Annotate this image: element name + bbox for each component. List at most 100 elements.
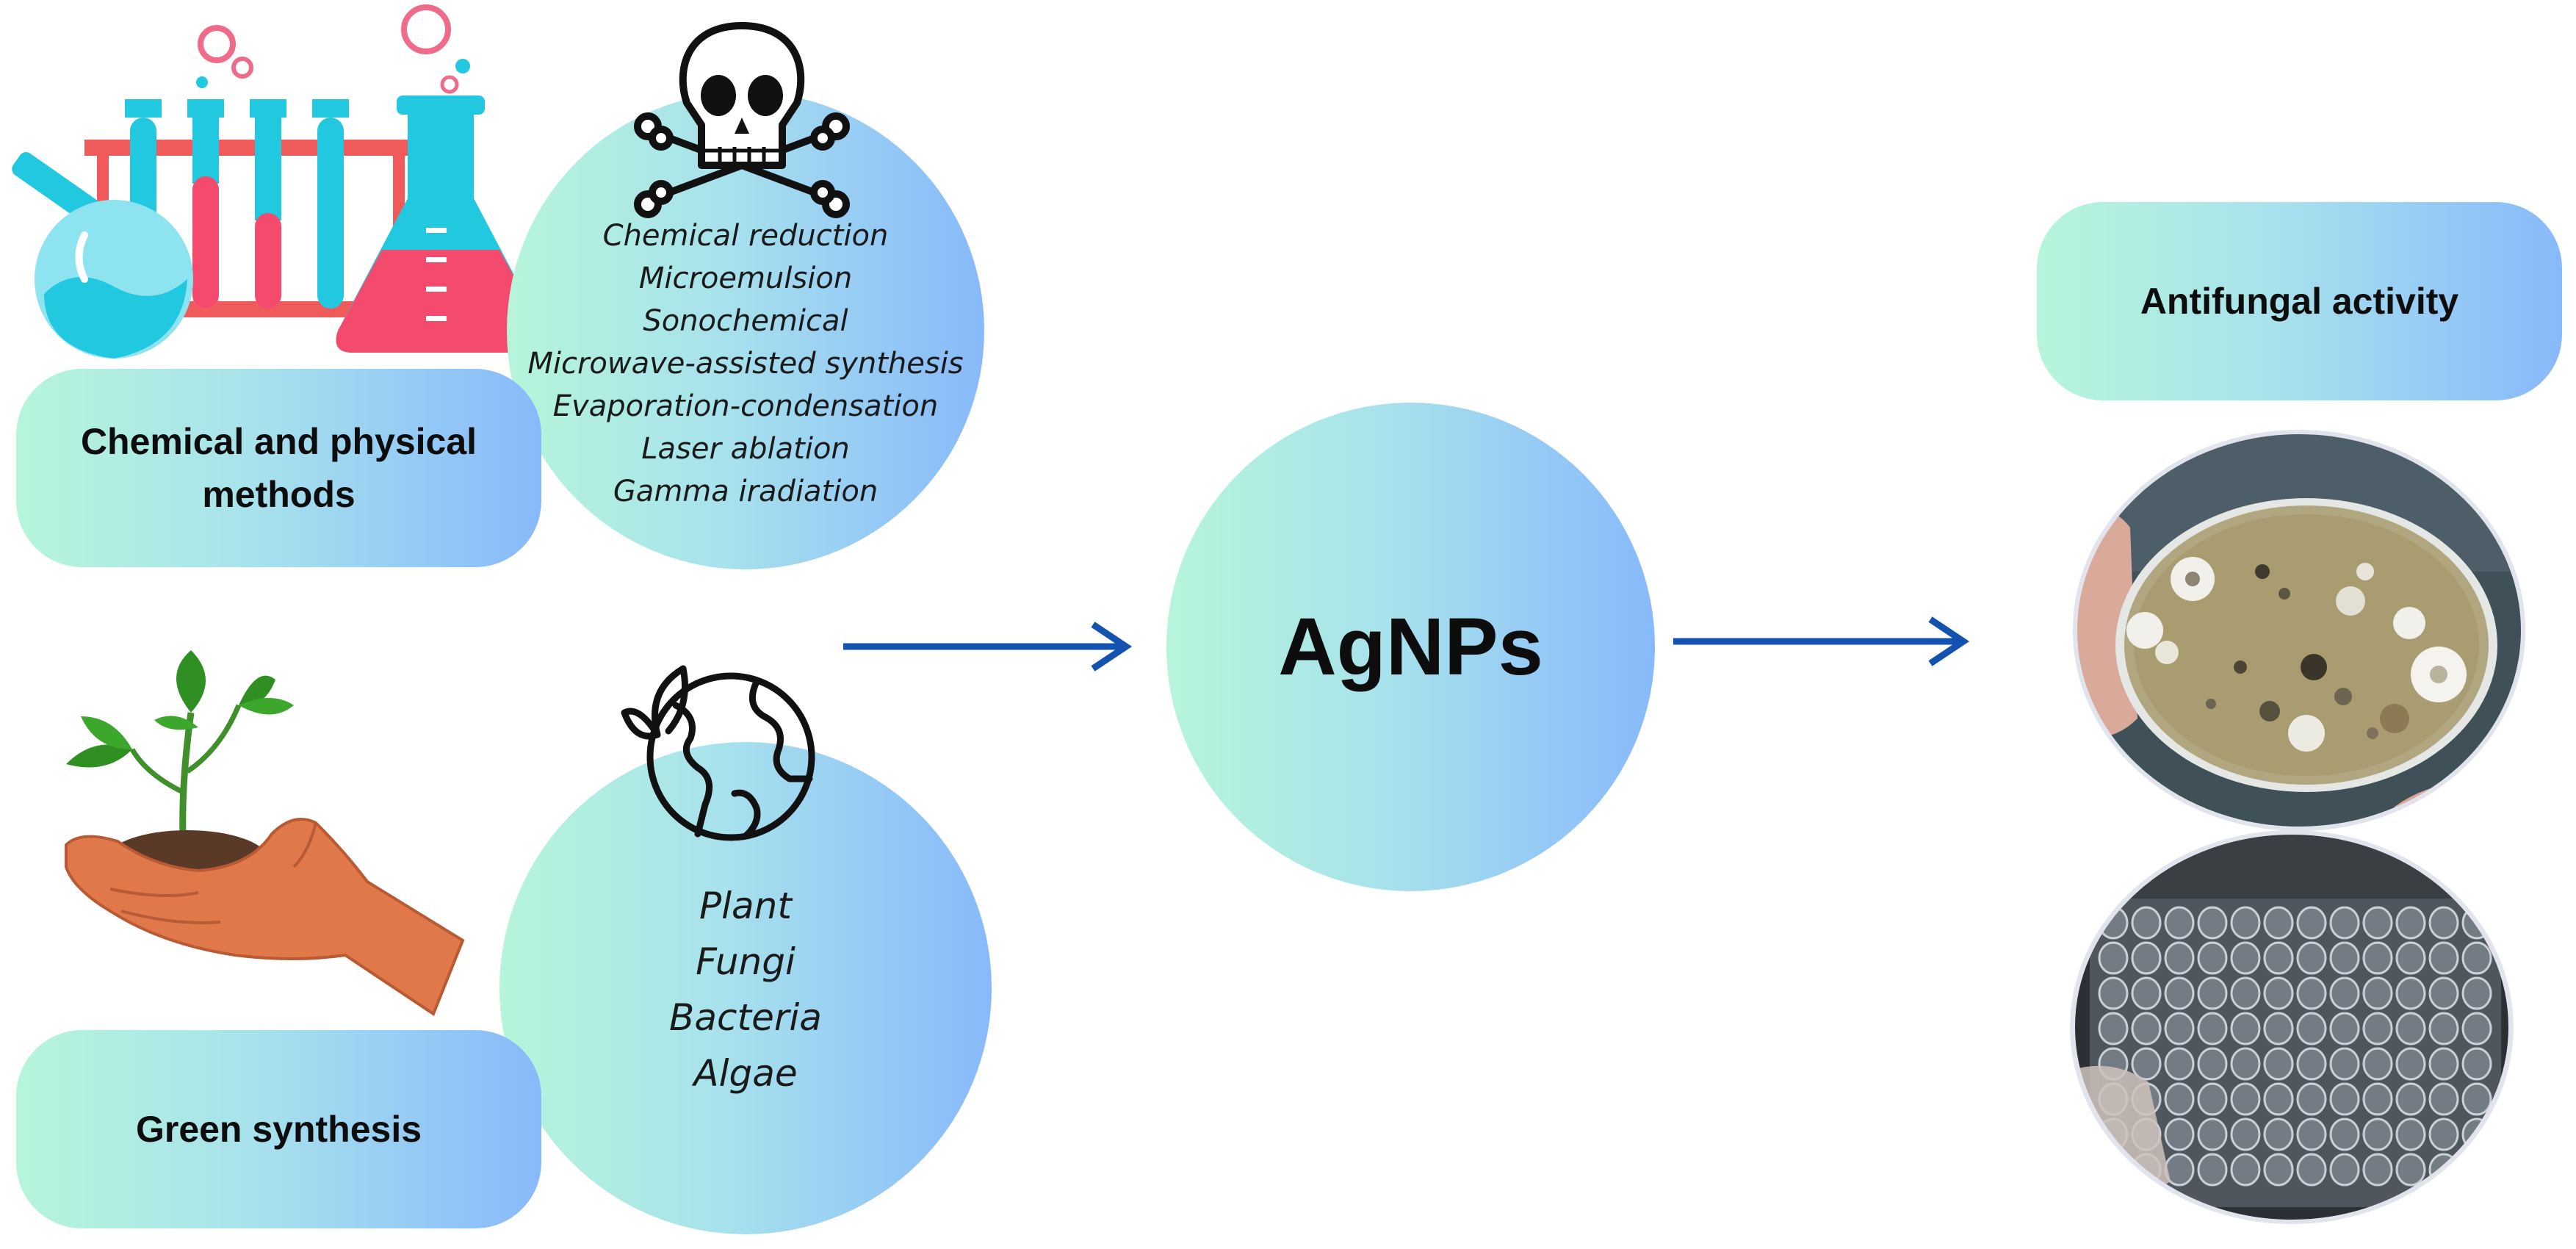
microplate-well (2164, 976, 2195, 1010)
chemical-method-item: Microemulsion (638, 262, 853, 295)
chemical-method-item: Gamma iradiation (613, 475, 878, 508)
chemical-method-item: Laser ablation (641, 432, 850, 466)
microplate-well (2164, 1047, 2195, 1081)
agnps-label: AgNPs (1278, 602, 1543, 692)
chemical-methods-list: Chemical reduction Microemulsion Sonoche… (507, 215, 984, 513)
microplate-well (2230, 906, 2261, 940)
chemical-label-text: Chemical and physical methods (80, 421, 477, 515)
antifungal-label-text: Antifungal activity (2140, 281, 2459, 322)
microplate-well (2428, 906, 2459, 940)
microplate-photo (2070, 830, 2514, 1224)
microplate-well (2428, 976, 2459, 1010)
microplate-well (2296, 1082, 2327, 1116)
microplate-well (2230, 1082, 2261, 1116)
microplate-well (2428, 941, 2459, 975)
chemical-physical-methods-label: Chemical and physical methods (16, 369, 541, 567)
microplate-well (2428, 1012, 2459, 1045)
microplate-well (2395, 906, 2426, 940)
microplate-well (2461, 1012, 2492, 1045)
green-source-item: Bacteria (669, 996, 822, 1039)
microplate-well (2098, 1012, 2129, 1045)
microplate-well (2296, 1047, 2327, 1081)
green-source-item: Plant (699, 885, 792, 927)
microplate-well (2263, 1047, 2294, 1081)
chemical-method-item: Microwave-assisted synthesis (527, 347, 964, 381)
microplate-well (2164, 906, 2195, 940)
microplate-well (2395, 1047, 2426, 1081)
microplate-well (2197, 1082, 2228, 1116)
microplate-well (2296, 976, 2327, 1010)
microplate-well (2197, 1153, 2228, 1187)
earth-leaf-icon (621, 665, 815, 841)
microplate-well (2131, 976, 2162, 1010)
microplate-well (2263, 941, 2294, 975)
microplate-well (2362, 1012, 2393, 1045)
microplate-well (2296, 941, 2327, 975)
microplate-well (2329, 941, 2360, 975)
microplate-well (2296, 906, 2327, 940)
microplate-well (2428, 1047, 2459, 1081)
green-source-item: Fungi (696, 940, 795, 983)
microplate-well (2362, 1153, 2393, 1187)
microplate-well (2230, 1153, 2261, 1187)
microplate-well (2230, 976, 2261, 1010)
microplate-well (2230, 1012, 2261, 1045)
microplate-well (2296, 1012, 2327, 1045)
microplate-well (2461, 1082, 2492, 1116)
microplate-well (2428, 1117, 2459, 1151)
microplate-well (2362, 941, 2393, 975)
microplate-well (2164, 1012, 2195, 1045)
microplate-well (2263, 1012, 2294, 1045)
microplate-well (2230, 941, 2261, 975)
microplate-well (2098, 976, 2129, 1010)
microplate-well (2197, 1047, 2228, 1081)
microplate-well (2329, 1153, 2360, 1187)
microplate-well (2461, 976, 2492, 1010)
microplate-well (2395, 1012, 2426, 1045)
microplate-well (2230, 1117, 2261, 1151)
microplate-well (2461, 1047, 2492, 1081)
microplate-well (2362, 976, 2393, 1010)
microplate-well (2131, 906, 2162, 940)
microplate-well (2329, 976, 2360, 1010)
microplate-well (2329, 1047, 2360, 1081)
skull-crossbones-icon (634, 22, 850, 218)
microplate-well (2164, 1082, 2195, 1116)
microplate-well (2395, 1153, 2426, 1187)
microplate-well (2164, 941, 2195, 975)
agnps-circle: AgNPs (1166, 403, 1655, 891)
microplate-well (2362, 1082, 2393, 1116)
microplate-well (2329, 906, 2360, 940)
microplate-well (2164, 1117, 2195, 1151)
microplate-well (2395, 1082, 2426, 1116)
green-sources-circle (499, 742, 992, 1234)
chemical-method-item: Evaporation-condensation (552, 389, 939, 423)
microplate-well (2329, 1117, 2360, 1151)
microplate-well (2197, 941, 2228, 975)
microplate-well (2461, 1153, 2492, 1187)
microplate-well (2395, 976, 2426, 1010)
green-label-text: Green synthesis (135, 1109, 422, 1150)
microplate-well (2098, 941, 2129, 975)
microplate-well (2263, 906, 2294, 940)
microplate-well (2329, 1012, 2360, 1045)
microplate-well (2329, 1082, 2360, 1116)
chemical-methods-circle (507, 92, 984, 569)
microplate-well (2230, 1047, 2261, 1081)
microplate-well (2395, 1117, 2426, 1151)
microplate-well (2362, 1117, 2393, 1151)
microplate-well (2362, 1047, 2393, 1081)
lab-glassware-icon (12, 4, 546, 359)
microplate-well (2197, 1012, 2228, 1045)
microplate-well (2296, 1153, 2327, 1187)
chemical-method-item: Sonochemical (643, 304, 848, 338)
microplate-well (2263, 976, 2294, 1010)
microplate-well (2197, 906, 2228, 940)
microplate-well (2296, 1117, 2327, 1151)
green-synthesis-label: Green synthesis (16, 1030, 541, 1228)
arrow-to-agnps (843, 622, 1133, 672)
antifungal-activity-label: Antifungal activity (2037, 202, 2562, 400)
microplate-well (2362, 906, 2393, 940)
microplate-well (2131, 1047, 2162, 1081)
microplate-well (2098, 1153, 2129, 1187)
